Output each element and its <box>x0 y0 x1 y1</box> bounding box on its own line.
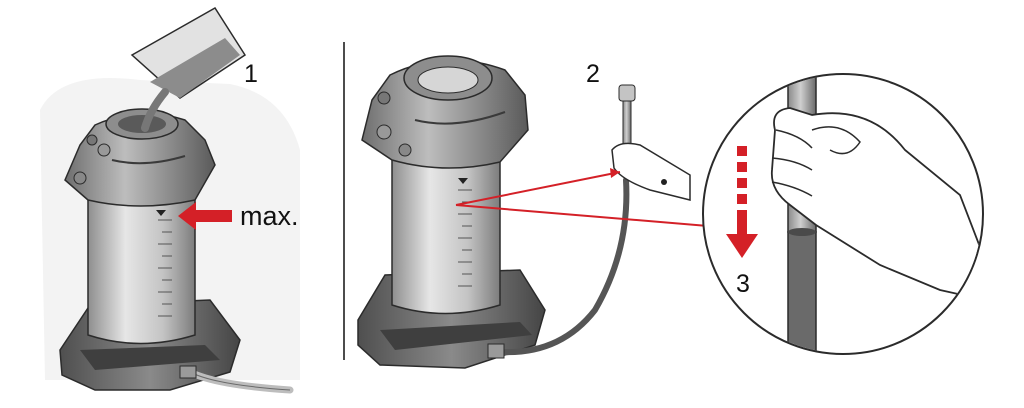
pointer-line-to-hand <box>455 171 621 206</box>
pointer-head-hand <box>610 168 620 178</box>
level-drop-arrow <box>726 146 758 258</box>
left-head-seam <box>111 155 186 165</box>
left-knob-1 <box>86 134 98 146</box>
pouring-liquid <box>141 88 169 132</box>
level-tube-cap <box>618 84 636 102</box>
hand-large-finger-3 <box>771 181 813 197</box>
left-valve <box>73 171 87 185</box>
step-3-label: 3 <box>736 270 750 298</box>
detail-tube-liquid <box>787 231 817 353</box>
main-base-ridge <box>380 322 532 350</box>
detail-magnifier <box>702 73 984 355</box>
hand-large-finger-2 <box>771 157 813 171</box>
main-knob-2 <box>376 124 392 140</box>
max-label: max. <box>240 201 299 231</box>
main-hose-coupling <box>487 343 505 359</box>
left-fill-opening <box>118 115 166 133</box>
main-valve <box>398 143 412 157</box>
step-1-label: 1 <box>244 60 258 88</box>
hand-small <box>611 142 691 201</box>
main-cylinder <box>391 159 501 315</box>
main-head-seam <box>414 111 506 125</box>
left-scale <box>158 219 172 317</box>
max-arrow <box>178 202 232 230</box>
hand-small-dot <box>661 179 667 185</box>
main-scale <box>458 189 472 287</box>
step-2-label: 2 <box>586 60 600 88</box>
hand-large <box>770 107 982 302</box>
left-base-ridge <box>80 345 220 370</box>
main-knob-1 <box>377 91 391 105</box>
left-hose-coupling <box>179 365 197 379</box>
left-cylinder <box>87 199 196 345</box>
device-filling <box>40 6 300 394</box>
left-max-marker <box>156 210 166 216</box>
left-knob-2 <box>97 143 111 157</box>
main-fill-opening <box>417 66 479 94</box>
hand-large-thumb <box>811 126 861 155</box>
device-main <box>357 55 796 369</box>
pouring-cup <box>130 6 247 132</box>
hand-large-finger-1 <box>775 129 813 149</box>
main-max-marker <box>458 178 468 184</box>
detail-liquid-surface <box>788 228 816 236</box>
